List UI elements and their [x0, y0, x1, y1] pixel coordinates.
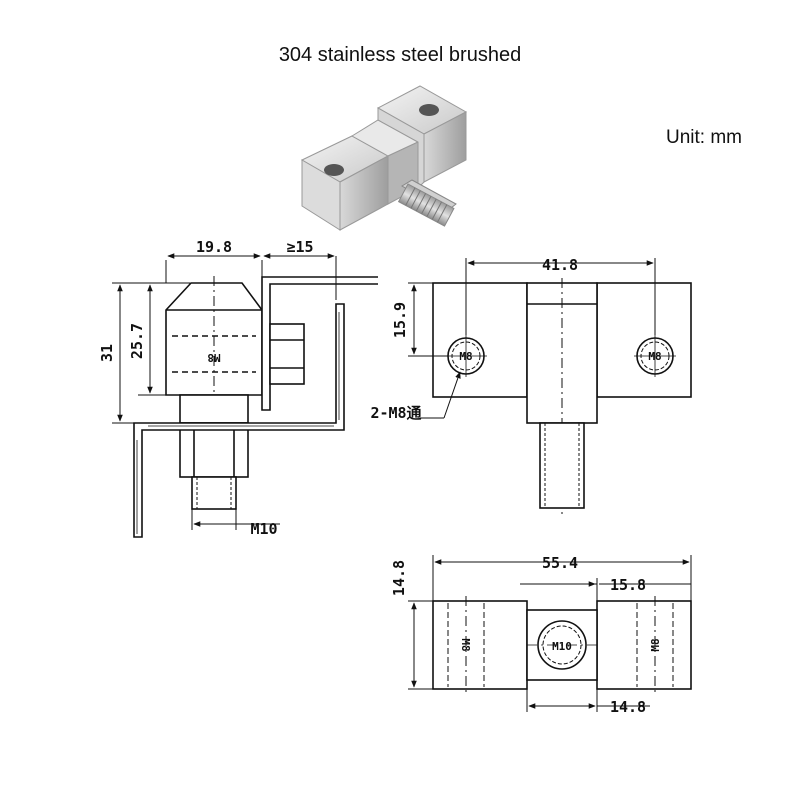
- side-thread-label: M8: [207, 351, 220, 364]
- unit-label: Unit: mm: [666, 127, 742, 148]
- side-view-labels: 19.8 ≥15 31 25.7 M8 M10: [98, 238, 314, 538]
- dim-m10: M10: [250, 520, 277, 538]
- dim-14-8-bottom: 14.8: [610, 698, 646, 716]
- front-hole-left-label: M8: [459, 350, 472, 363]
- dim-19-8: 19.8: [196, 238, 232, 256]
- dim-41-8: 41.8: [542, 256, 578, 274]
- left-hole-icon: [324, 164, 344, 176]
- top-center-m10-label: M10: [552, 640, 572, 653]
- top-left-m8-label: M8: [459, 638, 472, 651]
- front-view: [408, 258, 692, 514]
- dim-gap-15: ≥15: [286, 238, 313, 256]
- right-hole-icon: [419, 104, 439, 116]
- front-hole-right-label: M8: [648, 350, 661, 363]
- top-view-labels: 55.4 15.8 14.8 14.8 M8 M8 M10: [390, 554, 662, 716]
- side-view: [112, 253, 378, 538]
- callout-2-m8: 2-M8通: [370, 404, 421, 422]
- top-view: [408, 555, 692, 712]
- bolt-icon: [397, 179, 457, 227]
- front-view-labels: 41.8 15.9 M8 M8 2-M8通: [370, 256, 661, 422]
- dim-14-8-vertical: 14.8: [390, 560, 408, 596]
- product-photo: [300, 85, 468, 231]
- dim-31: 31: [98, 344, 116, 362]
- dim-15-8: 15.8: [610, 576, 646, 594]
- dim-15-9: 15.9: [391, 302, 409, 338]
- top-right-m8-label: M8: [649, 638, 662, 651]
- page-title: 304 stainless steel brushed: [278, 44, 522, 66]
- dim-55-4: 55.4: [542, 554, 578, 572]
- dim-25-7: 25.7: [128, 323, 146, 359]
